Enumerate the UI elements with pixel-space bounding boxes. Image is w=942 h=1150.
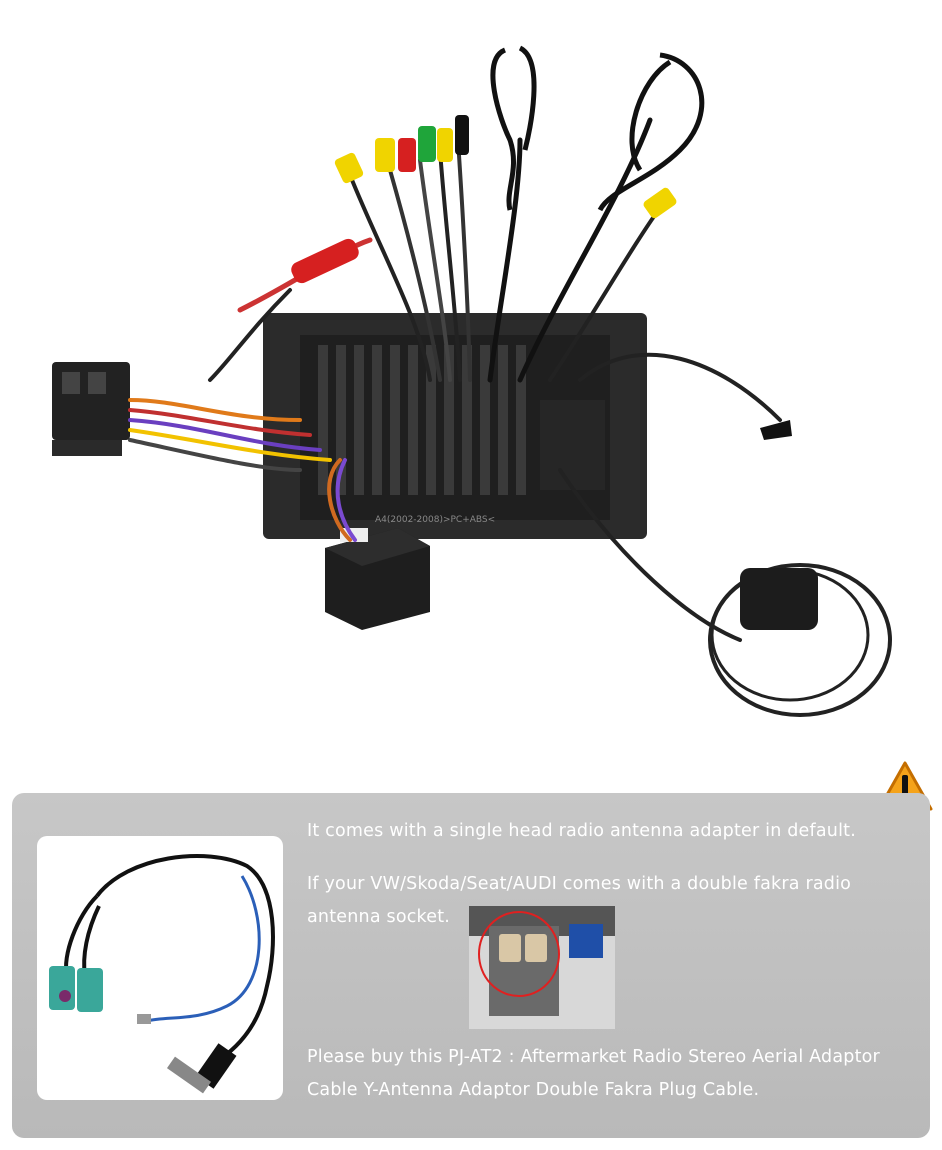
notice-line-3: antenna socket.	[307, 907, 451, 927]
rca-connectors	[291, 115, 677, 284]
gps-antenna	[708, 420, 892, 717]
canbus-box	[325, 528, 430, 630]
product-photo: A4(2002-2008)>PC+ABS<	[52, 45, 892, 717]
notice-line-4: Please buy this PJ-AT2 : Aftermarket Rad…	[307, 1047, 880, 1067]
fakra-socket-photo	[469, 906, 615, 1029]
head-unit-label: A4(2002-2008)>PC+ABS<	[375, 515, 495, 525]
iso-connector	[52, 362, 130, 456]
antenna-adapter-card	[37, 836, 283, 1100]
notice-line-1: It comes with a single head radio antenn…	[307, 821, 856, 841]
antenna-adapter-image	[49, 854, 275, 1094]
head-unit-back: A4(2002-2008)>PC+ABS<	[263, 313, 647, 539]
notice-line-2: If your VW/Skoda/Seat/AUDI comes with a …	[307, 874, 852, 894]
notice-line-5: Cable Y-Antenna Adaptor Double Fakra Plu…	[307, 1080, 760, 1100]
